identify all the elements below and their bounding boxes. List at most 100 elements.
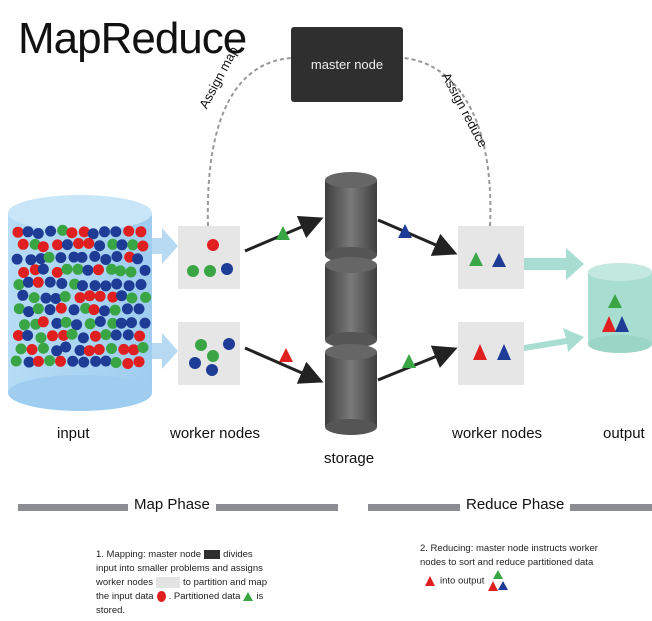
input-data-dot xyxy=(78,226,90,238)
input-data-dot xyxy=(23,306,35,318)
input-data-dot xyxy=(126,317,137,329)
input-to-worker-arrow-top xyxy=(152,228,178,264)
reduce-to-output-arrow-bottom xyxy=(524,328,584,352)
input-data-dot xyxy=(123,280,135,292)
input-data-dot xyxy=(23,356,35,368)
input-data-dot xyxy=(51,345,63,357)
input-data-dot xyxy=(89,250,101,262)
input-data-dot xyxy=(110,357,122,368)
input-data-dot xyxy=(127,239,139,251)
input-data-dot xyxy=(44,355,56,367)
red-triangle-icon xyxy=(425,576,435,586)
input-data-dot xyxy=(78,356,90,368)
input-data-dot xyxy=(60,341,72,353)
input-data-dot xyxy=(106,343,117,354)
input-data-dot xyxy=(71,319,83,331)
map-worker-node-2 xyxy=(178,322,240,385)
map-worker-node-1 xyxy=(178,226,240,289)
input-data-dot xyxy=(32,228,44,239)
input-data-dot xyxy=(74,292,86,304)
green-triangle-icon xyxy=(243,591,254,601)
input-data-dot xyxy=(116,290,128,302)
storage-to-reduce-arrow-bottom xyxy=(377,345,458,382)
input-data-dot xyxy=(83,237,95,249)
map-to-storage-arrow-bottom xyxy=(244,346,324,384)
input-data-dot xyxy=(67,355,79,367)
input-data-dot xyxy=(137,342,149,353)
input-data-dot xyxy=(17,289,29,301)
input-data-dot xyxy=(118,343,130,355)
input-data-dot xyxy=(22,330,34,341)
input-data-dot xyxy=(35,253,47,265)
input-data-dot xyxy=(13,303,25,315)
input-data-dots xyxy=(10,224,152,369)
reduce-phase-label: Reduce Phase xyxy=(460,496,571,513)
input-data-dot xyxy=(37,316,49,328)
input-data-dot xyxy=(47,330,58,342)
input-data-dot xyxy=(123,225,135,237)
input-data-dot xyxy=(107,317,119,329)
storage-output-triangle-blue xyxy=(398,224,412,238)
input-data-dot xyxy=(72,263,84,275)
storage-output-triangle-green xyxy=(402,354,416,368)
reducing-note: 2. Reducing: master node instructs worke… xyxy=(420,542,612,592)
input-data-dot xyxy=(22,226,34,238)
input-data-dot xyxy=(140,291,152,303)
input-data-dot xyxy=(121,303,133,315)
input-data-dot xyxy=(55,355,66,367)
assign-map-edge xyxy=(206,57,292,227)
input-data-dot xyxy=(44,276,56,288)
input-data-dot xyxy=(90,355,102,367)
input-data-dot xyxy=(61,239,73,251)
input-data-dot xyxy=(122,358,134,369)
worker-node-swatch xyxy=(156,576,181,588)
input-data-dot xyxy=(83,345,95,357)
input-data-dot xyxy=(115,317,127,329)
input-data-dot xyxy=(126,292,138,304)
input-data-dot xyxy=(88,304,100,316)
input-data-dot xyxy=(82,264,94,276)
input-data-dot xyxy=(114,265,126,277)
input-data-dot xyxy=(58,329,70,341)
input-data-dot xyxy=(93,344,105,355)
input-data-dot xyxy=(77,280,88,292)
input-data-dot xyxy=(61,263,73,275)
input-data-dot xyxy=(94,316,106,327)
input-data-dot xyxy=(100,280,112,292)
input-data-dot xyxy=(132,253,144,265)
input-data-dot xyxy=(13,279,25,291)
input-data-dot xyxy=(25,254,37,266)
input-data-dot xyxy=(57,224,69,236)
input-data-dot xyxy=(68,251,80,263)
input-data-dot xyxy=(80,302,92,314)
input-data-dot xyxy=(60,316,72,328)
assign-reduce-edge xyxy=(402,57,492,227)
input-data-dot xyxy=(19,319,30,331)
input-data-dot xyxy=(133,356,145,368)
input-to-worker-arrow-bottom xyxy=(152,333,178,369)
input-data-dot xyxy=(66,227,78,239)
map-output-triangle-red xyxy=(279,348,293,362)
input-data-dot xyxy=(43,251,55,263)
input-data-dot xyxy=(15,343,27,355)
storage-stack xyxy=(325,172,377,435)
input-data-dot xyxy=(35,332,47,344)
input-data-dot xyxy=(68,304,80,316)
input-data-dot xyxy=(109,304,121,316)
storage-to-reduce-arrow-top xyxy=(377,218,458,256)
input-data-dot xyxy=(87,228,99,240)
input-data-dot xyxy=(128,344,140,356)
input-data-dot xyxy=(93,264,104,276)
diagram-title: MapReduce xyxy=(18,14,247,63)
input-data-dot xyxy=(32,355,44,367)
input-data-dot xyxy=(111,278,123,290)
input-data-dot xyxy=(12,330,24,341)
output-label: output xyxy=(603,425,645,442)
input-data-dot xyxy=(111,251,123,262)
input-data-dot xyxy=(29,264,41,276)
input-data-dot xyxy=(107,291,119,303)
input-data-dot xyxy=(74,344,86,356)
mapping-note-part4: . Partitioned data xyxy=(168,591,241,602)
input-data-dot xyxy=(100,355,112,367)
